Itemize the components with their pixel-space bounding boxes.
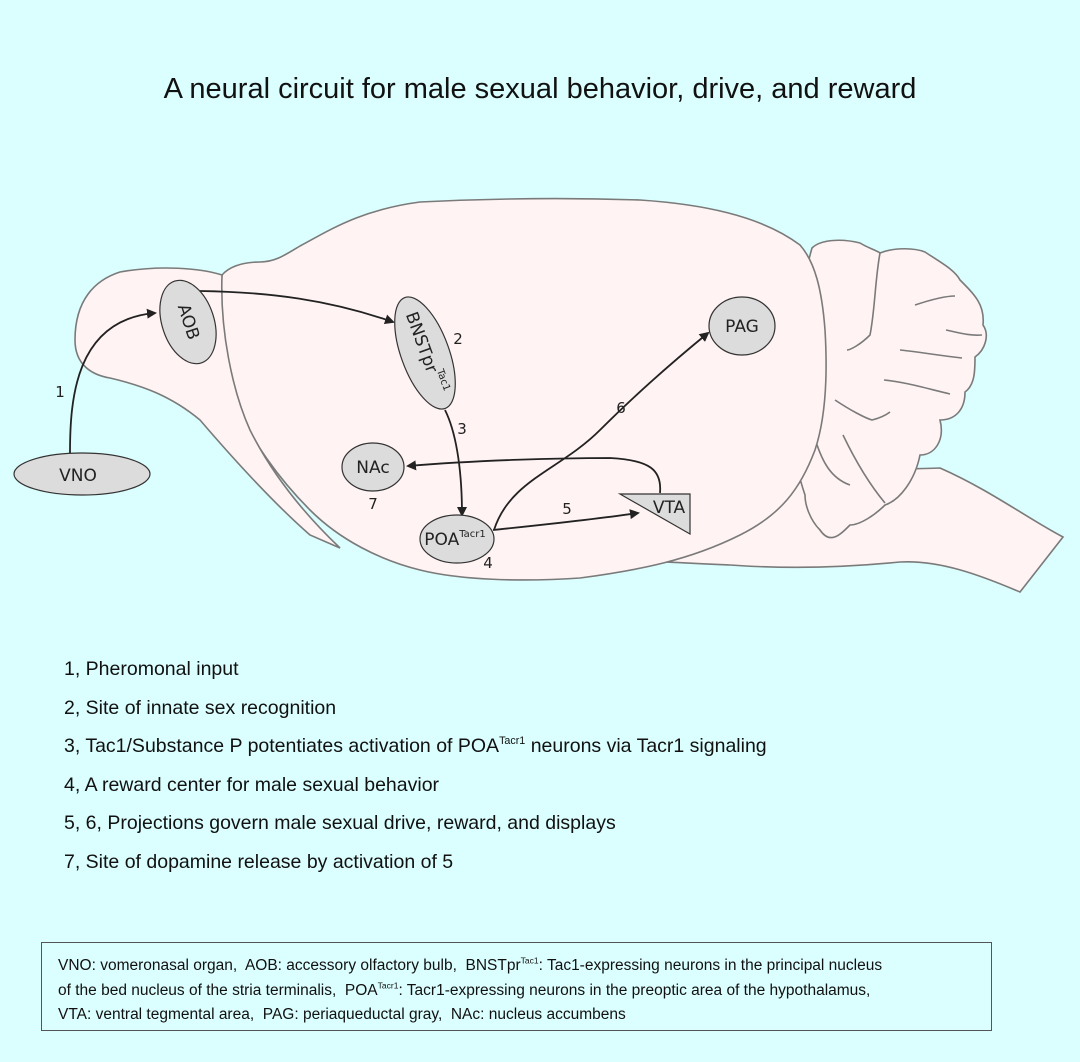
legend-item-1: 1, Pheromonal input	[64, 658, 239, 680]
node-vno-label: VNO	[59, 466, 97, 486]
node-vno: VNO	[13, 452, 151, 496]
arrow-poa-to-pag	[493, 331, 710, 531]
legend-item-7: 7, Site of dopamine release by activatio…	[64, 850, 454, 873]
node-vta: VTA	[617, 493, 691, 536]
abbreviations-line-1: VNO: vomeronasal organ, AOB: accessory o…	[58, 955, 883, 974]
arrow-vta-to-nac	[406, 457, 662, 494]
legend-item-5-6: 5, 6, Projections govern male sexual dri…	[64, 812, 616, 834]
node-aob: AOB	[159, 279, 217, 365]
abbreviations-line-2: of the bed nucleus of the stria terminal…	[58, 980, 871, 999]
pathway-legend: 1, Pheromonal input 2, Site of innate se…	[64, 656, 767, 887]
arrow-poa-to-vta	[492, 509, 640, 531]
node-poa: POATacr1	[419, 514, 495, 564]
legend-item-3: 3, Tac1/Substance P potentiates activati…	[64, 734, 767, 757]
diagram-title: A neural circuit for male sexual behavio…	[163, 73, 917, 105]
legend-item-4: 4, A reward center for male sexual behav…	[64, 773, 440, 796]
pathway-number-3: 3	[457, 420, 467, 438]
abbreviations-box: VNO: vomeronasal organ, AOB: accessory o…	[41, 942, 992, 1031]
pathway-number-5: 5	[562, 500, 572, 518]
arrow-bnst-to-poa	[444, 409, 467, 517]
legend-item-2: 2, Site of innate sex recognition	[64, 696, 337, 719]
olfactory-bulb-outline	[74, 267, 341, 549]
pathway-number-4: 4	[483, 554, 493, 572]
node-bnst: BNSTprTac1	[394, 296, 456, 410]
node-poa-label: POATacr1	[424, 529, 486, 550]
cerebellum-folds	[815, 252, 983, 504]
pathway-number-2: 2	[453, 330, 463, 348]
node-nac: NAc	[341, 442, 405, 492]
arrow-vno-to-aob	[69, 308, 157, 454]
abbreviations-line-3: VTA: ventral tegmental area, PAG: periaq…	[58, 1006, 626, 1023]
node-pag: PAG	[708, 296, 776, 356]
pathway-number-1: 1	[55, 383, 65, 401]
brain-diagram: VNO AOB BNSTprTac1 NAc POATacr1 VTA PAG …	[13, 197, 1065, 593]
pathway-arrows	[69, 290, 710, 531]
pathway-number-7: 7	[368, 495, 378, 513]
node-vta-label: VTA	[653, 498, 686, 518]
node-nac-label: NAc	[356, 458, 389, 478]
node-pag-label: PAG	[725, 317, 759, 337]
pathway-number-6: 6	[616, 399, 626, 417]
arrow-aob-to-bnst	[199, 290, 395, 325]
